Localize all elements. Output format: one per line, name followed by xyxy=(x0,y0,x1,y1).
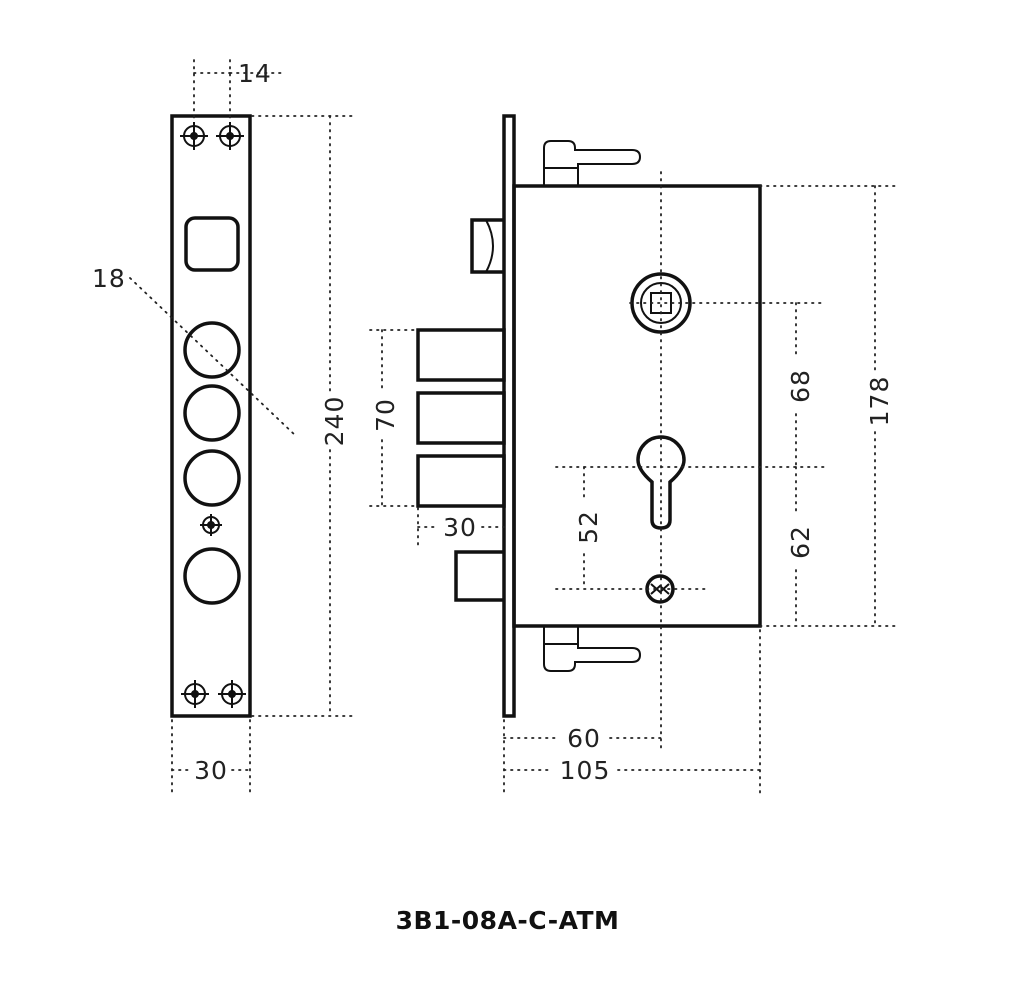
dim-label-18: 18 xyxy=(92,264,126,293)
top-hook xyxy=(543,140,642,186)
dead-bolt xyxy=(416,454,506,508)
dim-label-68: 68 xyxy=(786,369,815,403)
faceplate-outline xyxy=(170,114,252,718)
bolt-hole xyxy=(183,547,241,605)
model-code: 3B1-08A-C-ATM xyxy=(395,906,620,935)
small-screw-icon xyxy=(200,514,222,536)
dim-label-105: 105 xyxy=(560,756,611,785)
screw-icon xyxy=(181,680,209,708)
dim-label-14: 14 xyxy=(238,59,272,88)
bolt-hole xyxy=(183,321,241,379)
bolt-hole xyxy=(183,449,241,507)
bolt-hole xyxy=(183,384,241,442)
screw-icon xyxy=(216,122,244,150)
dim-label-60: 60 xyxy=(567,724,601,753)
cylinder-hole xyxy=(636,435,686,530)
auxiliary-bolt xyxy=(454,550,504,602)
lock-body-view: 70 30 52 68 62 178 60 105 xyxy=(369,114,901,797)
screw-icon xyxy=(180,122,208,150)
dim-label-52: 52 xyxy=(574,510,603,544)
dim-label-62: 62 xyxy=(786,525,815,559)
dim-label-30-throw: 30 xyxy=(443,513,477,542)
dim-label-178: 178 xyxy=(865,376,894,427)
dim-label-240: 240 xyxy=(320,396,349,447)
latch-hole xyxy=(184,216,240,272)
bottom-hook xyxy=(543,626,642,672)
dead-bolt xyxy=(416,328,506,382)
spindle-square xyxy=(650,292,672,314)
faceplate-view: 14 18 240 30 xyxy=(92,59,357,797)
lock-case xyxy=(512,184,762,628)
screw-icon xyxy=(218,680,246,708)
latch-bolt xyxy=(470,218,504,274)
dead-bolt xyxy=(416,391,506,445)
dim-label-70: 70 xyxy=(371,398,400,432)
dim-label-30-width: 30 xyxy=(194,756,228,785)
